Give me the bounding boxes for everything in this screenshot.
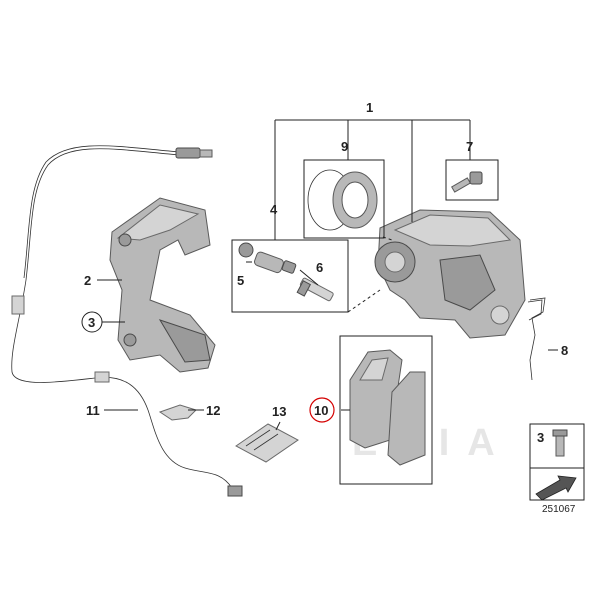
legend-box: 3 251067 — [529, 423, 585, 515]
guide-pin-bushing — [254, 251, 297, 274]
anti-rattle-spring — [527, 297, 546, 381]
callout-9: 9 — [341, 139, 348, 154]
callout-10: 10 — [314, 403, 328, 418]
box-4 — [231, 239, 349, 313]
callout-1: 1 — [366, 100, 373, 115]
piston-seal-kit — [307, 169, 378, 231]
legend-label: 3 — [537, 430, 544, 445]
brake-caliper — [374, 209, 526, 339]
arrow-icon — [535, 475, 577, 501]
callout-8: 8 — [561, 343, 568, 358]
caliper-carrier — [109, 197, 216, 373]
cable-clip — [11, 295, 25, 315]
guide-pin-bolt — [296, 277, 334, 302]
callout-12: 12 — [206, 403, 220, 418]
bleeder-valve — [451, 171, 483, 193]
brake-pad-set — [349, 349, 426, 466]
bolt-icon — [552, 429, 568, 457]
callout-7: 7 — [466, 139, 473, 154]
callout-3: 3 — [88, 315, 95, 330]
callout-10-highlight-circle — [309, 397, 335, 423]
callout-3-circle — [81, 311, 103, 333]
guide-bushing — [238, 242, 254, 258]
callout-5: 5 — [237, 273, 244, 288]
reference-number: 251067 — [542, 504, 576, 515]
sensor-head — [175, 147, 201, 159]
callout-11: 11 — [86, 403, 100, 418]
sensor-plug — [227, 485, 243, 497]
callout-13: 13 — [272, 404, 286, 419]
grease-packet — [235, 423, 299, 463]
box-10 — [339, 335, 433, 485]
callout-4: 4 — [270, 202, 278, 217]
box-9 — [303, 159, 385, 239]
wear-sensor-cable — [11, 145, 243, 497]
callout-2: 2 — [84, 273, 91, 288]
callout-6: 6 — [316, 260, 323, 275]
box-7 — [445, 159, 499, 201]
sensor-clip — [158, 404, 197, 421]
